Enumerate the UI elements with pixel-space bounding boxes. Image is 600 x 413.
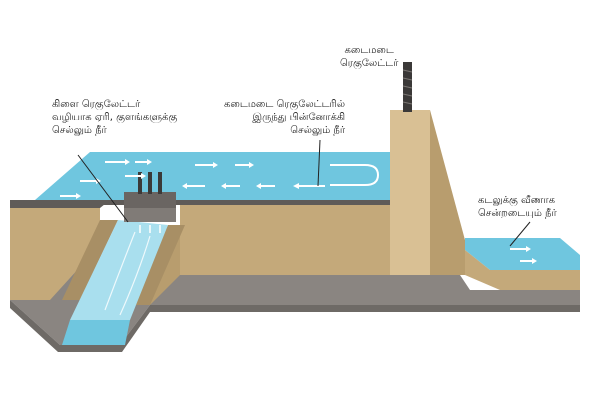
leader-waste [509, 221, 531, 247]
label-tail-end-regulator: கடைமடை ரெகுலேட்டர் [340, 45, 399, 69]
gate-rod-2 [148, 172, 152, 194]
flow-arrow [235, 162, 254, 168]
flow-arrow [520, 258, 537, 264]
tail-end-regulator-wall [390, 110, 430, 275]
downstream-bank [465, 250, 580, 290]
flow-arrow [510, 246, 531, 252]
downstream-water [465, 238, 580, 270]
flow-arrow-back [221, 183, 240, 189]
branch-regulator-gate [124, 192, 176, 208]
flow-arrow [105, 159, 130, 165]
branch-flow-streak-2 [119, 235, 151, 316]
flow-arrow-back [182, 183, 205, 189]
branch-flow-streak-1 [104, 231, 136, 311]
tail-end-regulator-shaft-thread [402, 69, 413, 105]
label-branch-regulator: கிளை ரெகுலேட்டர் வழியாக ஏரி, குளங்களுக்க… [52, 99, 178, 136]
flow-arrows [60, 159, 537, 264]
backflow-u-turn-arrow [330, 164, 380, 186]
gate-rod-3 [158, 172, 162, 194]
canal-water-edge [35, 200, 400, 205]
label-backwater: கடைமடை ரெகுலேட்டரில் இருந்து பின்னோக்கி … [224, 99, 346, 136]
flow-arrow [60, 193, 81, 199]
branch-channel-water [70, 220, 168, 320]
branch-channel-left-wall [62, 220, 118, 300]
left-bank [10, 203, 100, 300]
branch-channel-water-deep [62, 320, 130, 345]
base-slab-front [10, 300, 580, 352]
leader-backwater [317, 139, 321, 187]
flow-arrow [135, 159, 152, 165]
gate-rod-1 [138, 172, 142, 194]
flow-arrow-back [293, 183, 325, 189]
flow-arrow [80, 178, 101, 184]
flow-arrow [195, 162, 218, 168]
label-waste-to-sea: கடலுக்கு வீணாக சென்றடையும் நீர் [478, 195, 557, 219]
flow-arrow [125, 173, 146, 179]
flow-arrow-back [256, 183, 275, 189]
leader-branch [77, 154, 129, 223]
canal-water [35, 152, 400, 200]
middle-bank [180, 203, 390, 275]
branch-regulator-gate-front [124, 208, 176, 222]
